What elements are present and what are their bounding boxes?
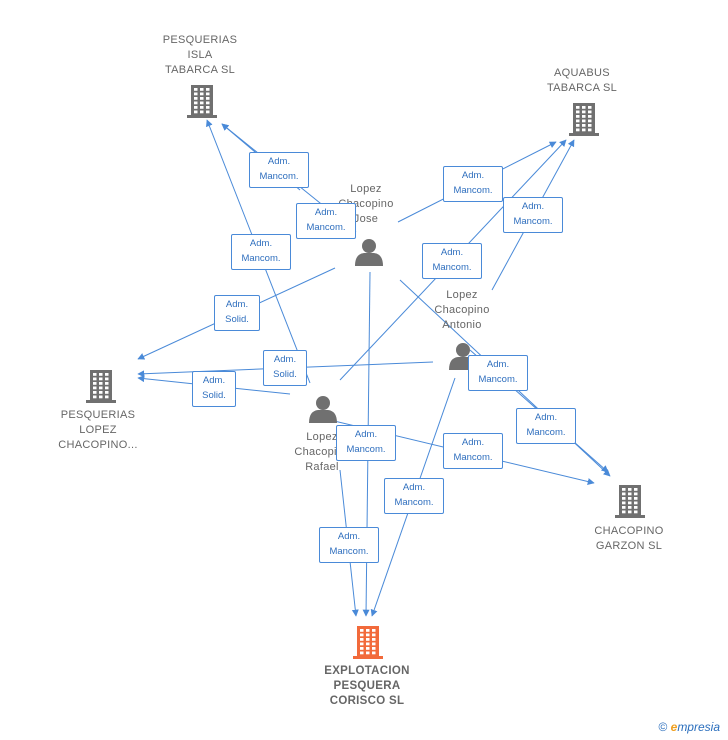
edge-label-10: Adm.Mancom. xyxy=(468,355,528,391)
building-icon-pesquerias-isla-tabarca[interactable] xyxy=(187,85,217,118)
building-icon-explotacion-pesquera-corisco[interactable] xyxy=(353,626,383,659)
edge-label-1: Adm.Mancom. xyxy=(249,152,309,188)
edge-label-9: Adm.Solid. xyxy=(192,371,236,407)
building-icon-aquabus-tabarca[interactable] xyxy=(569,103,599,136)
building-icon-chacopino-garzon[interactable] xyxy=(615,485,645,518)
edge-label-3: Adm.Mancom. xyxy=(443,166,503,202)
edge-label-8: Adm.Solid. xyxy=(263,350,307,386)
person-icon-jose[interactable] xyxy=(355,239,383,266)
edge-label-6: Adm.Mancom. xyxy=(422,243,482,279)
empresia-logo-e: e xyxy=(670,720,678,734)
edge-label-2: Adm.Mancom. xyxy=(296,203,356,239)
edge-label-5: Adm.Mancom. xyxy=(231,234,291,270)
edge-label-13: Adm.Mancom. xyxy=(443,433,503,469)
empresia-logo-text: mpresia xyxy=(677,720,720,734)
edge-label-14: Adm.Mancom. xyxy=(384,478,444,514)
edge-label-7: Adm.Solid. xyxy=(214,295,260,331)
edge-label-15: Adm.Mancom. xyxy=(319,527,379,563)
node-icons xyxy=(86,85,645,659)
edge-label-11: Adm.Mancom. xyxy=(516,408,576,444)
copyright-icon: © xyxy=(658,720,668,734)
person-icon-rafael[interactable] xyxy=(309,396,337,423)
empresia-credit[interactable]: © empresia xyxy=(658,720,720,734)
edge-label-4: Adm.Mancom. xyxy=(503,197,563,233)
edge-label-12: Adm.Mancom. xyxy=(336,425,396,461)
building-icon-pesquerias-lopez-chacopino[interactable] xyxy=(86,370,116,403)
